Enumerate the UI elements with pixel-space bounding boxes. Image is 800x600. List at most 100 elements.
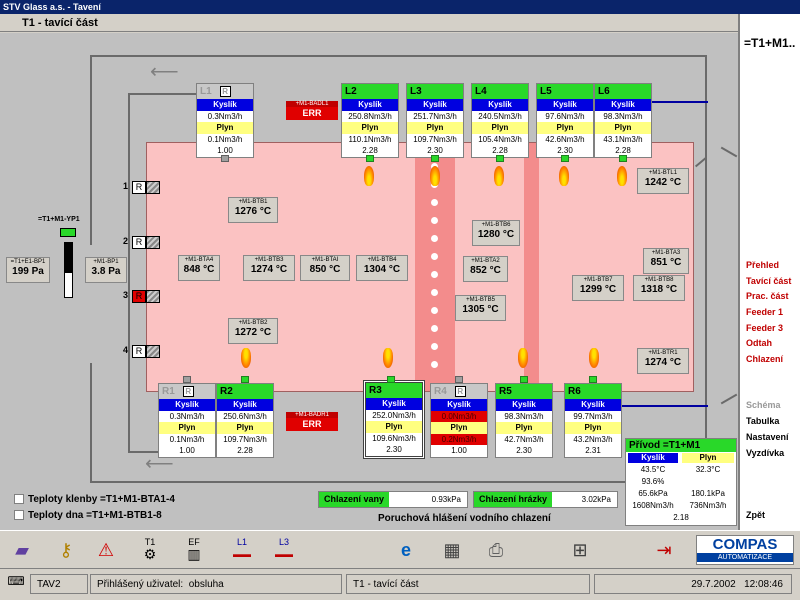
nozzle-l1-icon (221, 155, 229, 162)
l1-button[interactable]: L1▬▬ (233, 537, 251, 559)
flame-r5-icon (518, 348, 528, 368)
status-bar: ⌨ TAV2 Přihlášený uživatel: obsluha T1 -… (0, 568, 800, 600)
screen-title: T1 - tavící část (0, 14, 738, 32)
dam-wall (524, 143, 539, 391)
calculator-icon[interactable]: ▦ (443, 540, 461, 560)
damper-position (64, 242, 73, 298)
nav-chlazeni[interactable]: Chlazení (746, 354, 784, 364)
flow-arrow-left-icon: ⟵ (145, 453, 174, 475)
nozzle-r3-icon (387, 376, 395, 383)
alarm-icon[interactable]: ⚠ (97, 540, 115, 560)
nav-tavici-cast[interactable]: Tavící část (746, 276, 792, 286)
nav-feeder-3[interactable]: Feeder 3 (746, 323, 784, 333)
nozzle-r4-icon (455, 376, 463, 383)
book-icon[interactable]: ▰ (15, 540, 29, 560)
back-button[interactable]: Zpět (746, 510, 765, 520)
l3-button[interactable]: L3▬▬ (275, 537, 293, 559)
flame-l4-icon (494, 166, 504, 186)
damper-yp1[interactable] (60, 228, 76, 237)
nozzle-l3-icon (431, 155, 439, 162)
nav-prehled[interactable]: Přehled (746, 260, 780, 270)
nav-prac-cast[interactable]: Prac. část (746, 291, 789, 301)
ef-button[interactable]: EF▥ (187, 537, 201, 562)
t1-overview-button[interactable]: T1⚙ (143, 537, 157, 562)
nav-odtah[interactable]: Odtah (746, 338, 772, 348)
nozzle-l5-icon (561, 155, 569, 162)
supply-panel[interactable]: Přívod =T1+M1 Kyslík Plyn 43.5°C 32.3°C … (625, 438, 737, 526)
nav-vyzdivka[interactable]: Vyzdívka (746, 448, 785, 458)
damper-yp1-label: =T1+M1-YP1 (38, 216, 80, 223)
browser-icon[interactable]: e (400, 540, 411, 560)
nozzle-l6-icon (619, 155, 627, 162)
flame-r2-icon (241, 348, 251, 368)
nozzle-r1-icon (183, 376, 191, 383)
cooling-fault-link[interactable]: Poruchová hlášení vodního chlazení (378, 513, 551, 524)
nav-nastaveni[interactable]: Nastavení (746, 432, 789, 442)
nav-tabulka[interactable]: Tabulka (746, 416, 780, 426)
datetime: 29.7.2002 12:08:46 (594, 574, 792, 594)
network-icon[interactable]: ⊞ (572, 540, 588, 560)
flow-arrow-left-icon: ⟵ (150, 61, 179, 83)
nozzle-l4-icon (496, 155, 504, 162)
nozzle-r5-icon (520, 376, 528, 383)
window-title: STV Glass a.s. - Tavení (0, 0, 800, 14)
flame-r6-icon (589, 348, 599, 368)
legend-bottom-temps[interactable]: Teploty dna =T1+M1-BTB1-8 (14, 510, 162, 521)
legend-crown-temps[interactable]: Teploty klenby =T1+M1-BTA1-4 (14, 494, 175, 505)
side-header: =T1+M1.. (744, 36, 796, 50)
side-panel: =T1+M1.. Přehled Tavící část Prac. část … (738, 14, 800, 530)
printer-icon[interactable]: ⎙ (488, 540, 504, 560)
toolbar: ▰ ⚷ ⚠ T1⚙ EF▥ L1▬▬ L3▬▬ e ▦ ⎙ ⊞ ⇥ COMPAS… (0, 530, 800, 568)
nozzle-r6-icon (589, 376, 597, 383)
keys-icon[interactable]: ⚷ (59, 540, 73, 560)
nav-schema[interactable]: Schéma (746, 400, 781, 410)
furnace-tank (146, 142, 694, 392)
exit-icon[interactable]: ⇥ (656, 540, 672, 560)
station-name: TAV2 (30, 574, 88, 594)
flame-l5-icon (559, 166, 569, 186)
flame-l6-icon (617, 166, 627, 186)
nozzle-l2-icon (366, 155, 374, 162)
flame-r3-icon (383, 348, 393, 368)
compas-logo: COMPAS AUTOMATIZACE (696, 535, 794, 565)
nozzle-r2-icon (241, 376, 249, 383)
keyboard-icon[interactable]: ⌨ (7, 574, 25, 588)
nav-feeder-1[interactable]: Feeder 1 (746, 307, 784, 317)
